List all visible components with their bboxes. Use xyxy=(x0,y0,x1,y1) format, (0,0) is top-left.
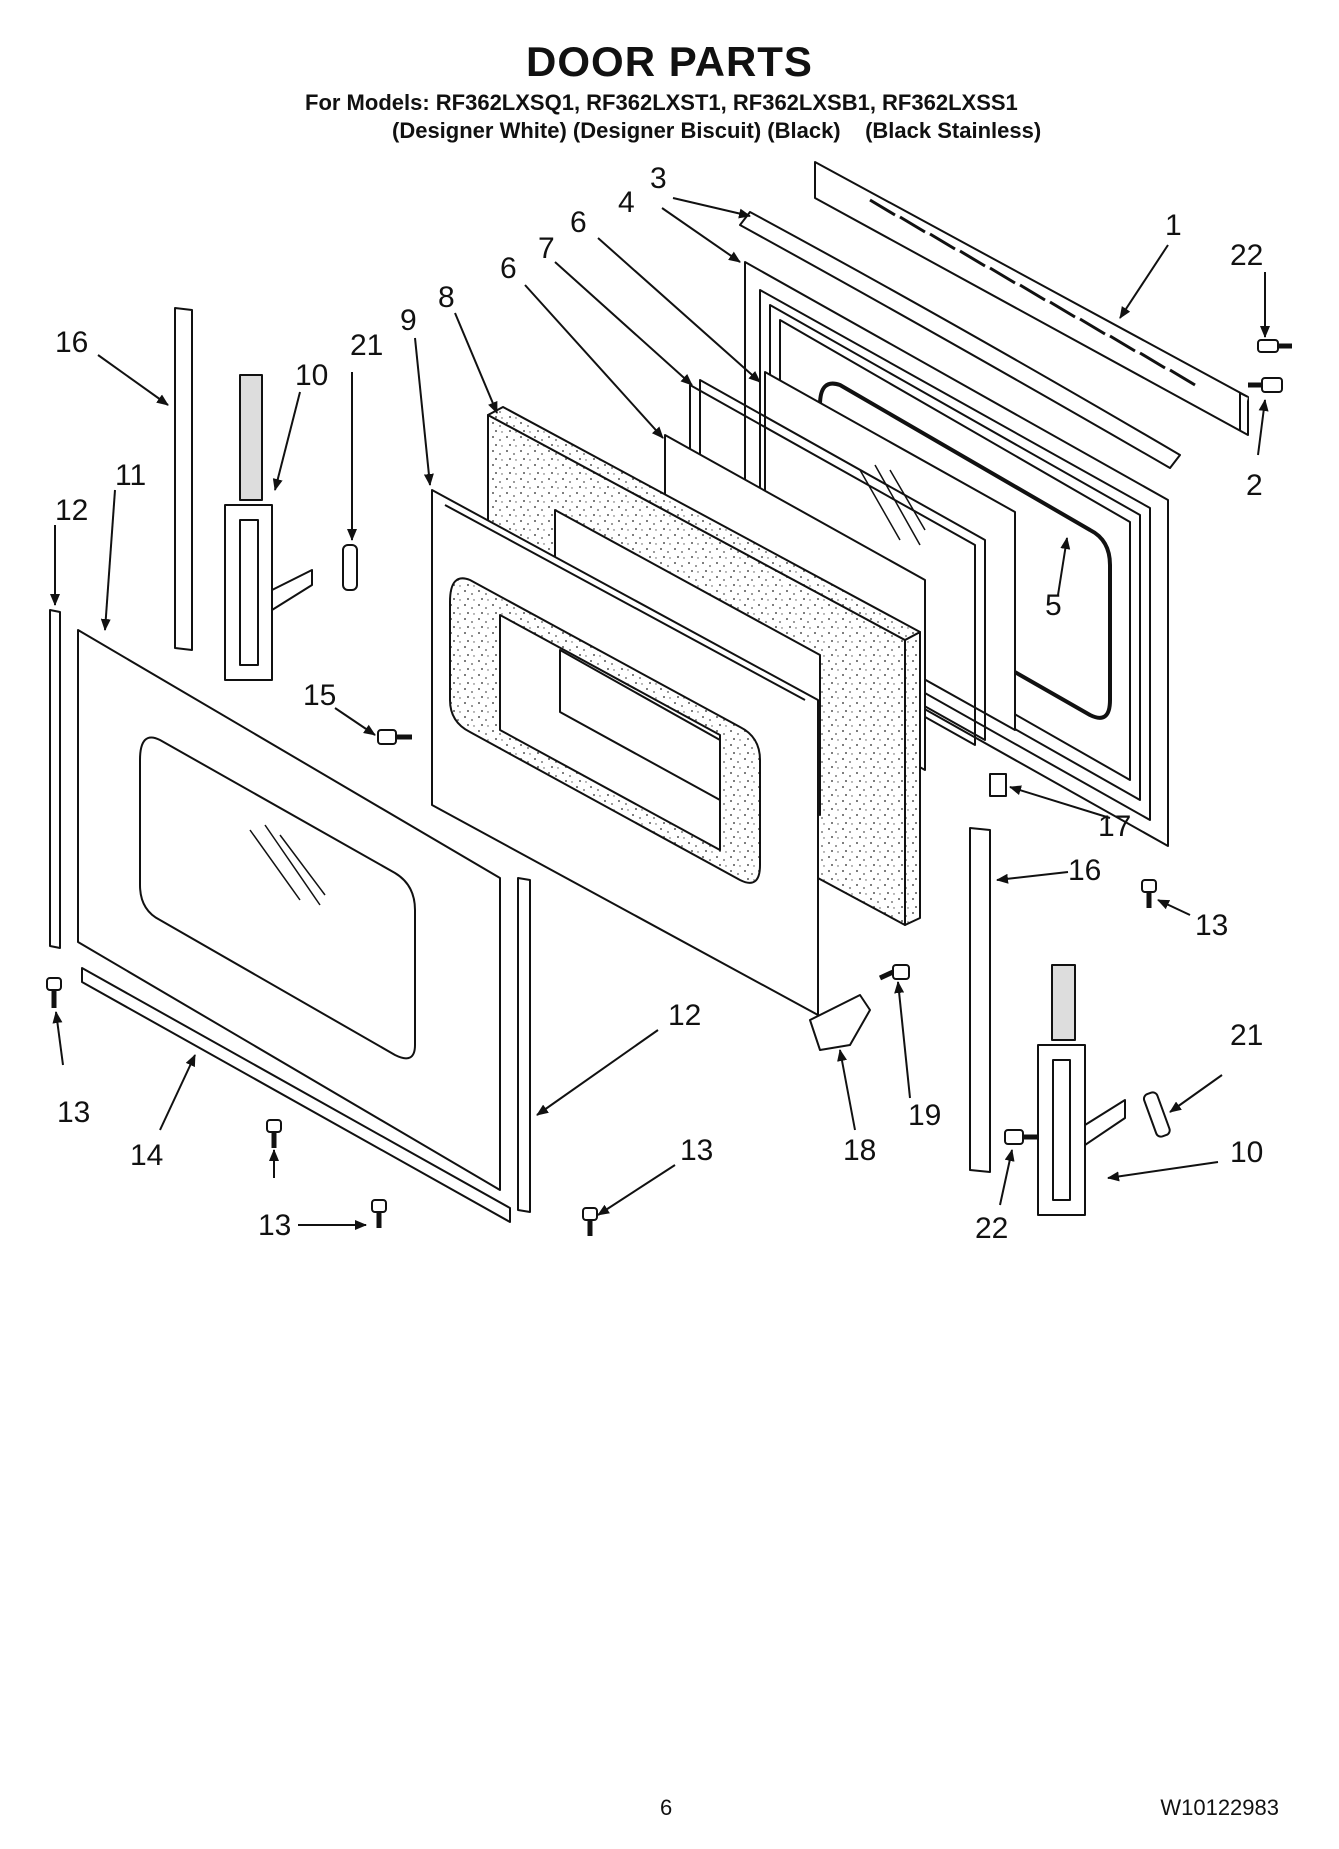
callout-19: 19 xyxy=(908,1099,941,1132)
callout-labels: 3 4 1 22 2 6 7 6 8 9 10 21 16 11 12 15 5… xyxy=(55,162,1263,1245)
callout-13-bottom: 13 xyxy=(258,1209,291,1242)
callout-9: 9 xyxy=(400,304,417,337)
callout-14: 14 xyxy=(130,1139,163,1172)
part-12-trim-right xyxy=(517,877,531,1213)
part-13-screw-b xyxy=(46,977,62,1008)
part-2-screw xyxy=(1248,377,1283,393)
part-21-plate-right xyxy=(1142,1091,1171,1138)
part-13-screw-e xyxy=(582,1207,598,1236)
part-13-screw-c xyxy=(266,1119,282,1148)
part-11-outer-door xyxy=(77,629,501,1191)
leader-lines xyxy=(50,197,1270,1230)
part-13-screw-d xyxy=(371,1199,387,1228)
part-14-bottom-trim xyxy=(81,967,511,1223)
callout-22-top: 22 xyxy=(1230,239,1263,272)
part-5-gasket xyxy=(818,381,1112,720)
callout-22-bottom: 22 xyxy=(975,1212,1008,1245)
part-13-screw-a xyxy=(1141,879,1157,908)
part-3-channel xyxy=(739,211,1181,469)
callout-18: 18 xyxy=(843,1134,876,1167)
callout-5: 5 xyxy=(1045,589,1062,622)
callout-17: 17 xyxy=(1098,810,1131,843)
callout-6-upper: 6 xyxy=(570,206,587,239)
callout-6-lower: 6 xyxy=(500,252,517,285)
page-title: DOOR PARTS xyxy=(526,38,813,85)
callout-13-left: 13 xyxy=(57,1096,90,1129)
variants-line: (Designer White) (Designer Biscuit) (Bla… xyxy=(392,118,1042,143)
part-15-screw xyxy=(377,729,412,745)
part-22-screw-top xyxy=(1257,339,1292,353)
callout-16-right: 16 xyxy=(1068,854,1101,887)
models-line: For Models: RF362LXSQ1, RF362LXST1, RF36… xyxy=(305,90,1018,115)
callout-13-right: 13 xyxy=(1195,909,1228,942)
part-9-inner-frame xyxy=(431,489,819,1016)
callout-10-left: 10 xyxy=(295,359,328,392)
callout-8: 8 xyxy=(438,281,455,314)
part-16-rail-left xyxy=(174,307,193,651)
callout-12-right: 12 xyxy=(668,999,701,1032)
callout-10-right: 10 xyxy=(1230,1136,1263,1169)
callout-16-left: 16 xyxy=(55,326,88,359)
callout-2: 2 xyxy=(1246,469,1263,502)
callout-3: 3 xyxy=(650,162,667,195)
callout-15: 15 xyxy=(303,679,336,712)
page-number: 6 xyxy=(660,1795,673,1820)
part-21-plate-left xyxy=(342,544,358,591)
callout-11: 11 xyxy=(115,459,146,492)
part-12-trim-left xyxy=(49,609,61,949)
part-10-hinge-left xyxy=(224,374,313,681)
part-10-hinge-right xyxy=(1037,964,1126,1216)
part-22-screw-bottom xyxy=(1004,1129,1038,1145)
callout-7: 7 xyxy=(538,232,555,265)
callout-13-bottom-right: 13 xyxy=(680,1134,713,1167)
callout-1: 1 xyxy=(1165,209,1182,242)
callout-12-left: 12 xyxy=(55,494,88,527)
part-17-clip xyxy=(989,773,1007,797)
part-19-screw xyxy=(878,964,910,981)
part-18-bracket xyxy=(809,994,871,1051)
callout-21-right: 21 xyxy=(1230,1019,1263,1052)
part-16-rail-right xyxy=(969,827,991,1173)
document-number: W10122983 xyxy=(1160,1795,1279,1820)
callout-4: 4 xyxy=(618,186,635,219)
part-1-vent-trim xyxy=(814,161,1249,436)
callout-21-left: 21 xyxy=(350,329,383,362)
